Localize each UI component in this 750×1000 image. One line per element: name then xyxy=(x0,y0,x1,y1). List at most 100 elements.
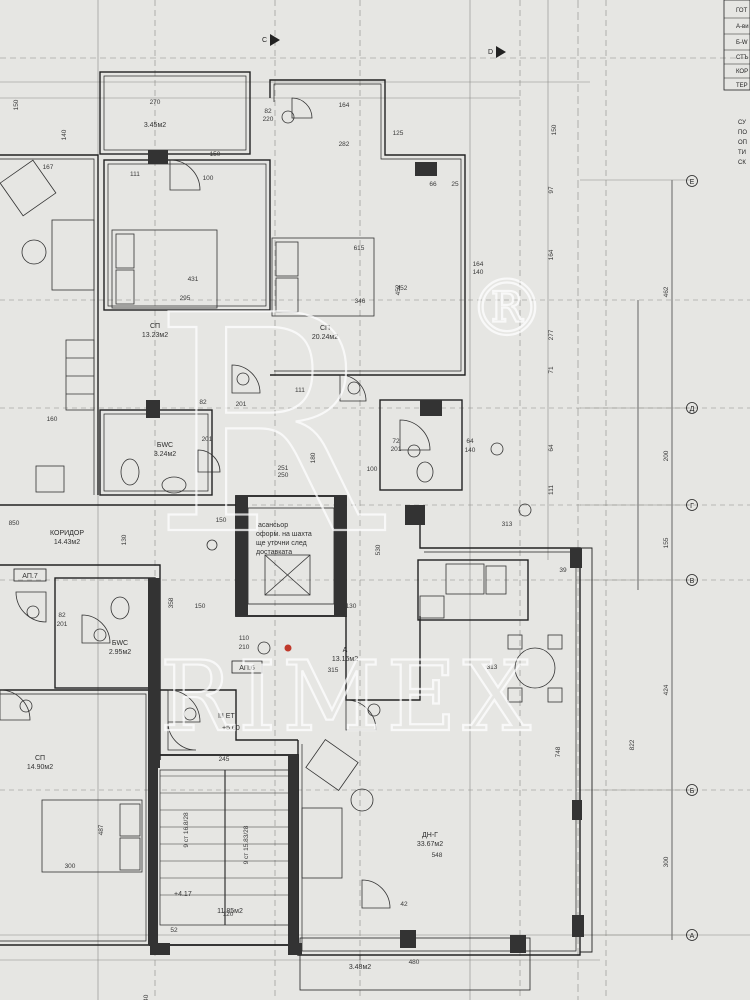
elevator-cab-icon xyxy=(264,554,311,596)
dimension-label: 201 xyxy=(391,446,402,453)
svg-text:А: А xyxy=(690,933,695,940)
svg-text:424: 424 xyxy=(663,684,670,695)
dimension-label: 251 xyxy=(278,465,289,472)
dimension-label: 346 xyxy=(355,298,366,305)
walls xyxy=(0,71,593,991)
room-area: 14.43м2 xyxy=(54,539,80,546)
dimension-label: 52 xyxy=(170,927,178,934)
dimension-label: 164 xyxy=(339,102,350,109)
svg-text:ТЕР: ТЕР xyxy=(736,83,748,89)
dimension-label: 245 xyxy=(219,756,230,763)
dimension-label: 120 xyxy=(223,911,234,918)
svg-text:462: 462 xyxy=(663,286,670,297)
room-name: Т xyxy=(358,955,363,962)
dimension-label-vertical: 164 xyxy=(548,249,555,260)
room-name: СП xyxy=(320,325,330,332)
svg-text:ТИ: ТИ xyxy=(738,150,746,156)
dimension-label-vertical: 130 xyxy=(121,534,128,545)
dimension-label: 140 xyxy=(465,447,476,454)
dimension-label-vertical: 487 xyxy=(98,824,105,835)
dimension-label: 150 xyxy=(210,151,221,158)
svg-text:СУ: СУ xyxy=(738,120,746,126)
svg-text:СК: СК xyxy=(738,160,746,166)
stair-text-2: 9 ст 15.83/28 xyxy=(243,825,250,864)
apartment-tags: АП.7 АП.6 xyxy=(13,568,263,674)
dimension-label: 201 xyxy=(57,621,68,628)
dimension-label: 315 xyxy=(328,667,339,674)
stair-level: +4.17 xyxy=(174,891,192,898)
svg-text:ПО: ПО xyxy=(738,130,747,136)
svg-text:ГОТ: ГОТ xyxy=(736,8,748,14)
sofa-icon xyxy=(51,219,95,291)
svg-text:оформ. на шахта: оформ. на шахта xyxy=(256,531,312,538)
dimension-label: 111 xyxy=(295,387,305,394)
dimension-label: 201 xyxy=(202,436,213,443)
dimension-label: 82 xyxy=(264,108,272,115)
room-area: 3.24м2 xyxy=(154,451,176,458)
dimension-label: 25 xyxy=(451,181,459,188)
dimension-label: 110 xyxy=(239,635,250,642)
dimension-labels: 2708222016412528211115010043129561534645… xyxy=(9,99,567,1000)
apartment-tag-7: АП.7 xyxy=(22,573,38,580)
room-labels: 3.45м2СП13.23м2СП20.24м2БWC3.24м2КОРИДОР… xyxy=(27,122,443,971)
dimension-label: 201 xyxy=(236,401,247,408)
svg-text:ще уточни след: ще уточни след xyxy=(256,540,307,547)
axis-marker-d: Д xyxy=(686,402,698,414)
dimension-label-vertical: 452 xyxy=(395,284,402,295)
dimension-label-vertical: 140 xyxy=(61,129,68,140)
svg-text:КОР: КОР xyxy=(736,69,748,75)
dimension-label: 164 xyxy=(473,261,484,268)
dimension-label: 615 xyxy=(354,245,365,252)
svg-text:Г: Г xyxy=(690,503,694,510)
axis-marker-b: Б xyxy=(686,784,698,796)
room-area: 11.85м2 xyxy=(217,908,243,915)
legend-box: ГОТ А-ви Б-W СТЪ КОР ТЕР СУ ПО ОП ТИ СК xyxy=(723,0,750,166)
dimension-label: 167 xyxy=(43,164,54,171)
level-labels: III ЕТ +5.60 +4.17 9 ст 16.8/28 9 ст 15.… xyxy=(174,713,250,898)
svg-text:Б: Б xyxy=(690,788,695,795)
dimension-label: 150 xyxy=(195,603,206,610)
dimension-label: 42 xyxy=(400,901,408,908)
dimension-label: 431 xyxy=(188,276,199,283)
room-area: 3.48м2 xyxy=(349,964,371,971)
room-name: БWC xyxy=(112,640,128,647)
room-area: 33.67м2 xyxy=(417,841,443,848)
dimension-label: 125 xyxy=(393,130,404,137)
number-tags xyxy=(19,110,532,721)
dimension-label: 130 xyxy=(346,603,357,610)
svg-text:155: 155 xyxy=(663,537,670,548)
axis-dimensions: 462 200 155 424 300 822 xyxy=(629,286,670,867)
elevator-note: асансьор оформ. на шахта ще уточни след … xyxy=(256,522,312,556)
watermark-registered: ® xyxy=(468,264,546,354)
dimension-label: 480 xyxy=(409,959,420,966)
bed-icon xyxy=(111,229,218,309)
floor-label: III ЕТ xyxy=(218,713,235,720)
axis-marker-g: Г xyxy=(686,499,698,511)
dimension-label: 72 xyxy=(392,438,400,445)
floor-level: +5.60 xyxy=(222,725,240,732)
watermark: R ® RIMEX xyxy=(151,251,547,754)
dimension-label: 548 xyxy=(432,852,443,859)
room-name: СП xyxy=(150,323,160,330)
dimension-label-vertical: 748 xyxy=(555,746,562,757)
room-name: СП xyxy=(35,755,45,762)
dimension-label-vertical: 111 xyxy=(548,485,555,495)
svg-text:СТЪ: СТЪ xyxy=(736,55,749,61)
dimension-label: 150 xyxy=(216,517,227,524)
room-area: 20.24м2 xyxy=(312,334,338,341)
dimension-label-vertical: 64 xyxy=(548,444,555,452)
svg-text:доставката: доставката xyxy=(256,549,292,556)
dimension-label-vertical: 71 xyxy=(548,366,555,374)
armchair-icon xyxy=(305,739,359,791)
svg-text:Д: Д xyxy=(690,406,695,413)
bed-icon xyxy=(41,799,143,873)
room-name: КОРИДОР xyxy=(50,530,84,537)
dimension-label-vertical: 140 xyxy=(143,994,150,1000)
dimension-label: 160 xyxy=(47,416,58,423)
dimension-label: 270 xyxy=(150,99,161,106)
svg-text:822: 822 xyxy=(629,739,636,750)
axis-marker-v: В xyxy=(686,574,698,586)
room-name: А xyxy=(343,647,348,654)
dimension-label-vertical: 97 xyxy=(548,186,555,194)
dimension-label-vertical: 358 xyxy=(168,597,175,608)
